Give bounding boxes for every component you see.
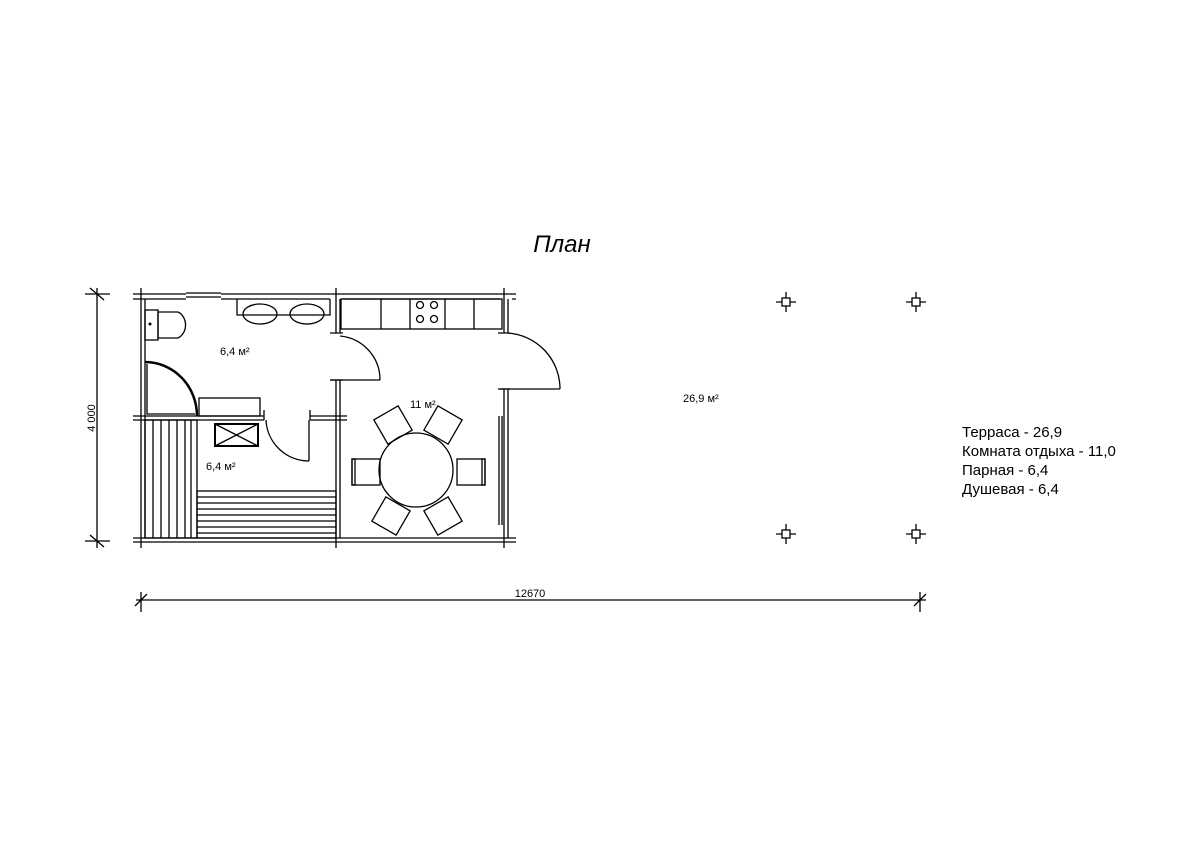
dining-set [351, 404, 486, 537]
stove-icon [214, 423, 259, 447]
bathroom-fixtures [144, 299, 331, 417]
dimension-height: 4 000 [85, 287, 110, 548]
terrace-area-label: 26,9 м² [683, 393, 719, 405]
sink-left [242, 303, 278, 325]
plan-title: План [533, 231, 590, 258]
sink-counter [236, 299, 331, 316]
shower-cabin [144, 360, 199, 417]
doors [265, 332, 561, 462]
dimension-width: 12670 [134, 588, 927, 612]
sauna-fixtures [144, 419, 337, 539]
kitchen [340, 298, 503, 330]
toilet-tank [144, 309, 159, 341]
height-dimension-label: 4 000 [86, 404, 98, 432]
legend-item: Терраса - 26,9 [962, 424, 1062, 441]
toilet-bowl [157, 311, 187, 339]
legend-item: Комната отдыха - 11,0 [962, 443, 1116, 460]
round-table [378, 432, 454, 508]
lounge-area-label: 11 м² [410, 399, 436, 411]
terrace-posts [776, 292, 926, 544]
legend-item: Душевая - 6,4 [962, 481, 1059, 498]
legend-item: Парная - 6,4 [962, 462, 1048, 479]
bench [198, 397, 261, 417]
shower-area-label: 6,4 м² [220, 346, 250, 358]
sink-right [289, 303, 325, 325]
width-dimension-label: 12670 [515, 588, 546, 600]
steam-area-label: 6,4 м² [206, 461, 236, 473]
area-legend: Терраса - 26,9 Комната отдыха - 11,0 Пар… [962, 424, 1116, 498]
